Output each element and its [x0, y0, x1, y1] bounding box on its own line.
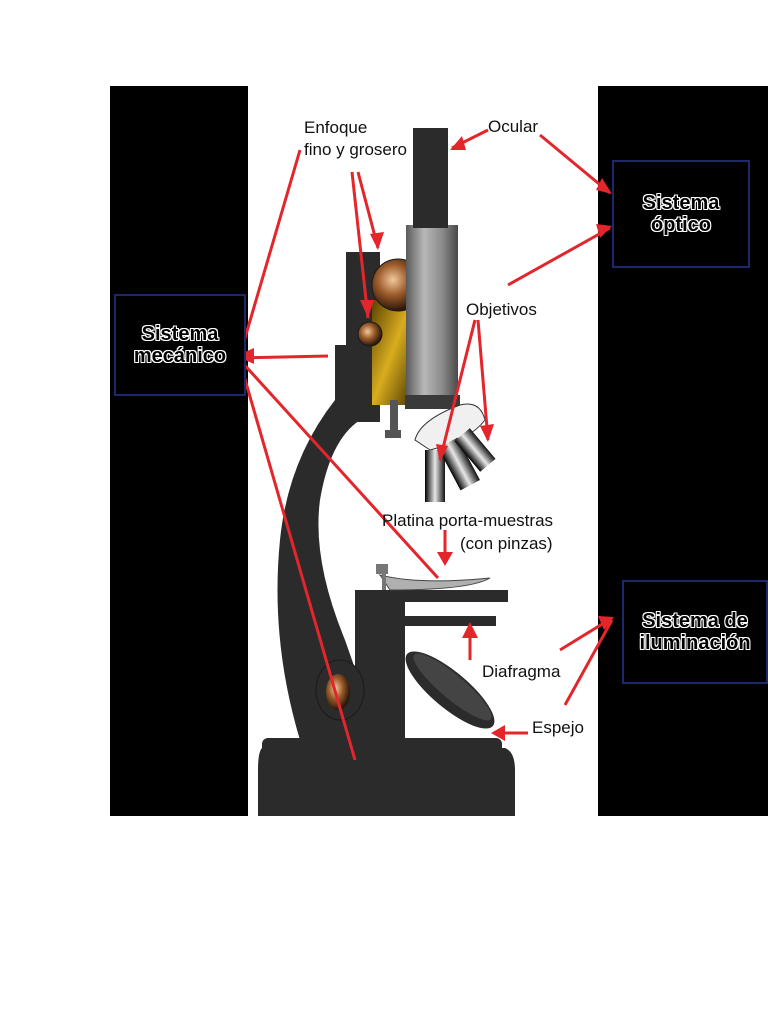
label-enfoque: Enfoque: [304, 118, 368, 137]
label-ocular: Ocular: [488, 117, 539, 136]
eyepiece: [413, 128, 448, 228]
label-enfoque-2: fino y grosero: [304, 140, 407, 159]
focus-gold-block: [372, 300, 412, 405]
stage-platform: [356, 590, 508, 602]
microscope-arm: [277, 345, 380, 740]
sistema-optico-line2: óptico: [651, 214, 711, 236]
objective-2: [438, 437, 480, 491]
sistema-mecanico-line1: Sistema: [141, 323, 219, 345]
arrowheads-group: [236, 136, 614, 741]
label-platina: Platina porta-muestras: [382, 511, 554, 530]
tube-body: [406, 225, 458, 400]
sistema-optico-line1: Sistema: [642, 192, 720, 214]
objective-1: [425, 450, 445, 502]
pillar: [355, 590, 405, 740]
box-sistema-iluminacion: Sistema de iluminación: [622, 580, 768, 684]
microscope-base: [258, 748, 515, 816]
sistema-iluminacion-line1: Sistema de: [642, 610, 748, 632]
objective-3: [454, 428, 496, 472]
box-sistema-optico: Sistema óptico: [612, 160, 750, 268]
arrows-group: [238, 128, 614, 761]
base-top: [262, 738, 502, 754]
left-black-panel: [110, 86, 248, 816]
stage-clip: [378, 574, 491, 591]
stage-underside: [400, 616, 496, 626]
mirror: [405, 651, 495, 729]
fine-knob: [357, 321, 383, 347]
sistema-iluminacion-line2: iluminación: [639, 632, 751, 654]
label-platina-2: (con pinzas): [460, 534, 553, 553]
label-objetivos: Objetivos: [466, 300, 537, 319]
label-espejo: Espejo: [532, 718, 584, 737]
box-sistema-mecanico: Sistema mecánico: [114, 294, 246, 396]
sistema-mecanico-line2: mecánico: [133, 345, 227, 367]
label-diafragma: Diafragma: [482, 662, 561, 681]
